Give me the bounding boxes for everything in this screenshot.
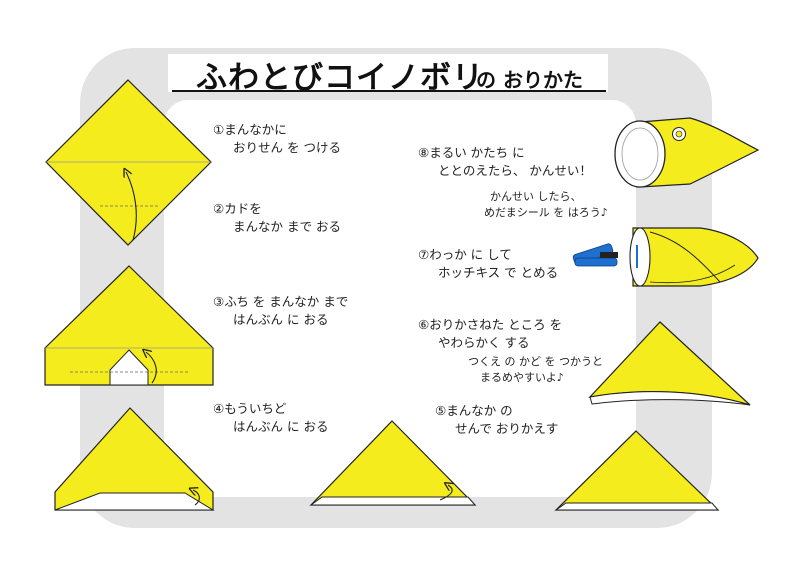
step-1-line1: ①まんなかに	[213, 122, 287, 137]
step5-result-diagram	[554, 430, 720, 511]
step-3-line1: ③ふち を まんなか まで	[213, 294, 349, 309]
step6-diagram	[588, 321, 751, 406]
step-4-line1: ④もういちど	[213, 401, 287, 416]
step-8-tip: かんせい したら、 めだまシール を はろう♪	[484, 189, 608, 221]
step-6-line1: ⑥おりかさねた ところ を	[418, 317, 563, 332]
step-2: ②カドを まんなか まで おる	[213, 200, 341, 236]
step-4-line2: はんぶん に おる	[233, 419, 329, 434]
step-3: ③ふち を まんなか まで はんぶん に おる	[213, 293, 348, 329]
stapler-icon	[572, 243, 618, 267]
step2-diagram	[44, 265, 214, 386]
step8-diagram	[614, 117, 760, 188]
step5-diagram	[309, 420, 477, 506]
page-title: ふわとびコイノボリ	[196, 60, 484, 96]
step-7-line2: ホッチキス で とめる	[438, 265, 559, 280]
fold-arrow-icon	[193, 490, 200, 506]
step-5-line2: せんで おりかえす	[455, 421, 559, 436]
step-7-line1: ⑦わっか に して	[418, 247, 512, 262]
step-6-tip: つくえ の かど を つかうと まるめやすいよ♪	[468, 354, 603, 386]
fold-arrow-icon	[146, 352, 157, 384]
step-6: ⑥おりかさねた ところ を やわらかく する	[418, 316, 562, 352]
step-8-tip-line1: かんせい したら、	[490, 190, 582, 203]
step-6-tip-line2: まるめやすいよ♪	[480, 371, 564, 384]
step4-diagram	[54, 407, 215, 511]
step-8-tip-line2: めだまシール を はろう♪	[484, 206, 608, 219]
step7-diagram	[572, 227, 759, 287]
title-underline	[172, 90, 606, 92]
step-3-line2: はんぶん に おる	[233, 312, 329, 327]
fold-arrow-icon	[126, 172, 137, 241]
step-1: ①まんなかに おりせん を つける	[213, 121, 341, 157]
step-2-line1: ②カドを	[213, 201, 262, 216]
step-8-line2: ととのえたら、 かんせい！	[438, 163, 592, 178]
step-5: ⑤まんなか の せんで おりかえす	[435, 402, 558, 438]
step-6-line2: やわらかく する	[438, 335, 530, 350]
step-6-tip-line1: つくえ の かど を つかうと	[468, 355, 603, 368]
title-box	[168, 54, 608, 92]
eye-sticker-icon	[672, 127, 686, 141]
step-2-line2: まんなか まで おる	[233, 219, 341, 234]
fold-arrow-icon	[439, 485, 452, 501]
step-7: ⑦わっか に して ホッチキス で とめる	[418, 246, 558, 282]
step1-diagram	[45, 79, 212, 246]
page-subtitle: の おりかた	[476, 68, 583, 92]
step-8: ⑧まるい かたち に ととのえたら、 かんせい！	[418, 144, 592, 180]
step-5-line1: ⑤まんなか の	[435, 403, 513, 418]
step-1-line2: おりせん を つける	[233, 140, 341, 155]
step-4: ④もういちど はんぶん に おる	[213, 400, 328, 436]
step-8-line1: ⑧まるい かたち に	[418, 145, 525, 160]
